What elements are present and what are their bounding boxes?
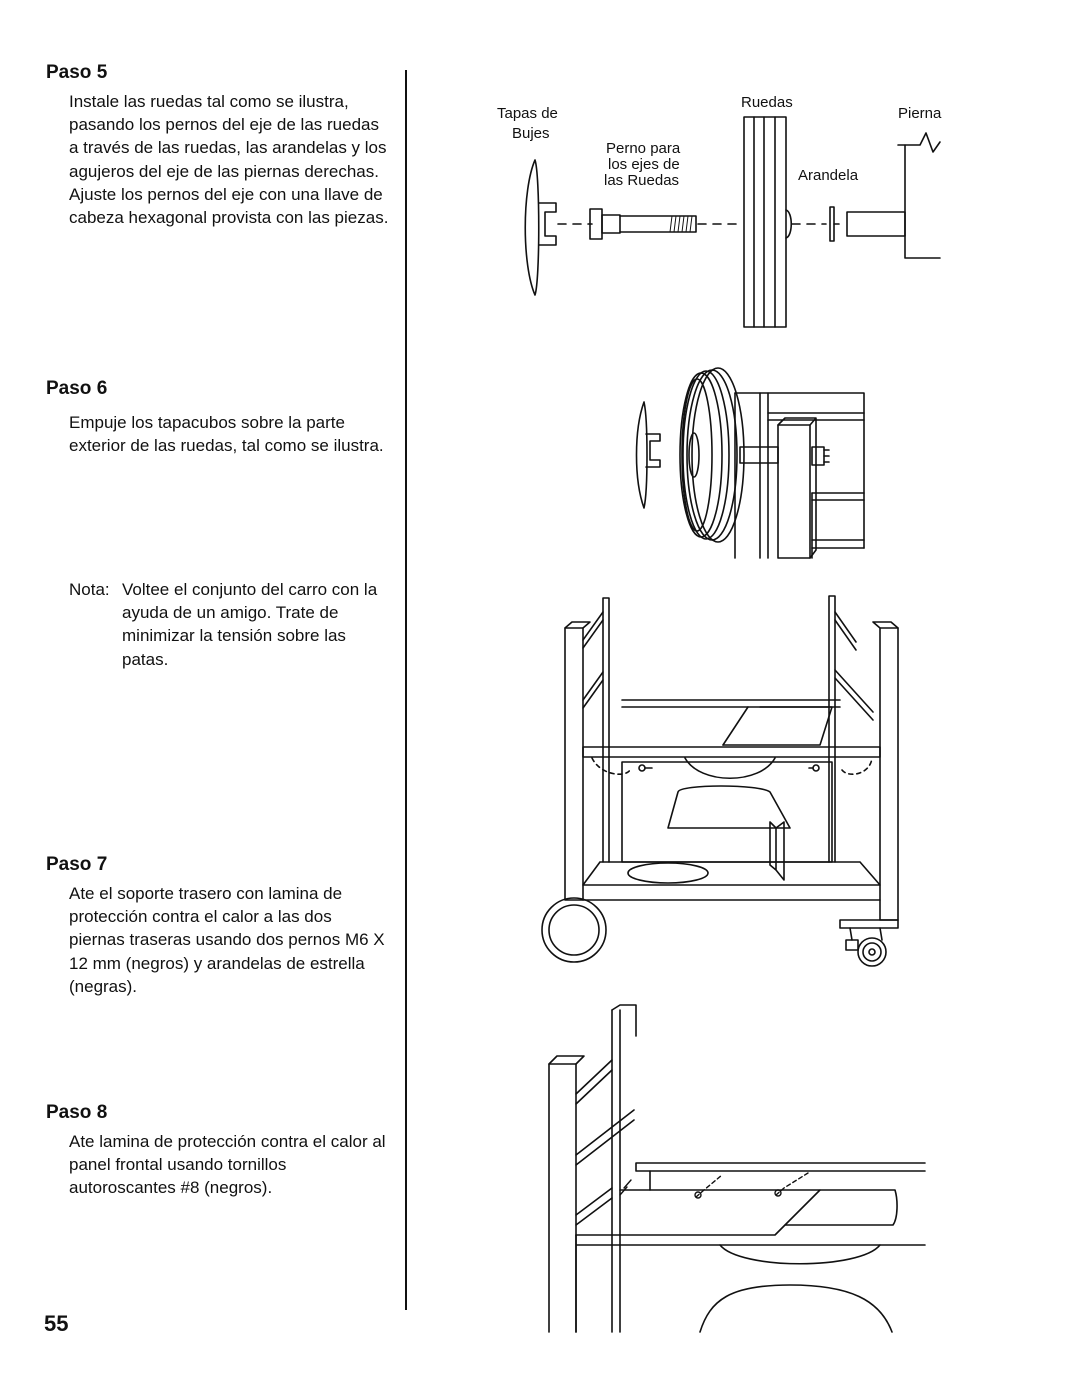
leg (904, 144, 941, 259)
label-perno-3: las Ruedas (604, 172, 679, 189)
wheel-edge (743, 116, 787, 328)
heat-shield-diagram (548, 1004, 926, 1333)
cart-frame-diagram (541, 595, 899, 967)
wheel-exploded-diagram: Tapas de Bujes Perno para los ejes de la… (497, 94, 942, 328)
note-text: Voltee el conjunto del carro con la ayud… (122, 580, 378, 669)
column-divider (405, 70, 407, 1310)
leg-axle-stub (846, 211, 906, 237)
label-tapas-1: Tapas de (497, 105, 558, 122)
step-8-text: Ate lamina de protección contra el calor… (69, 1132, 386, 1198)
page-number: 55 (44, 1311, 69, 1336)
note: Nota: Voltee el conjunto del carro con l… (69, 578, 389, 671)
step-5-title: Paso 5 (46, 62, 108, 83)
step-7-title: Paso 7 (46, 854, 108, 875)
caster-wheel (857, 937, 887, 967)
step-7-text: Ate el soporte trasero con lamina de pro… (69, 884, 385, 996)
hubcap-install-diagram (635, 367, 865, 559)
label-arandela: Arandela (798, 167, 859, 184)
note-label: Nota: (69, 580, 110, 599)
step-6-title: Paso 6 (46, 378, 108, 399)
hubcap (635, 401, 648, 509)
label-tapas-2: Bujes (512, 125, 550, 142)
label-perno-1: Perno para (606, 140, 681, 157)
step-8-title: Paso 8 (46, 1102, 108, 1123)
cart-wheel (541, 897, 607, 963)
hub-cap (524, 159, 540, 296)
label-pierna: Pierna (898, 105, 942, 122)
label-perno-2: los ejes de (608, 156, 680, 173)
step-6-text: Empuje los tapacubos sobre la parte exte… (69, 413, 384, 456)
step-5-text: Instale las ruedas tal como se ilustra, … (69, 92, 389, 228)
tire (691, 367, 745, 543)
label-ruedas: Ruedas (741, 94, 793, 111)
